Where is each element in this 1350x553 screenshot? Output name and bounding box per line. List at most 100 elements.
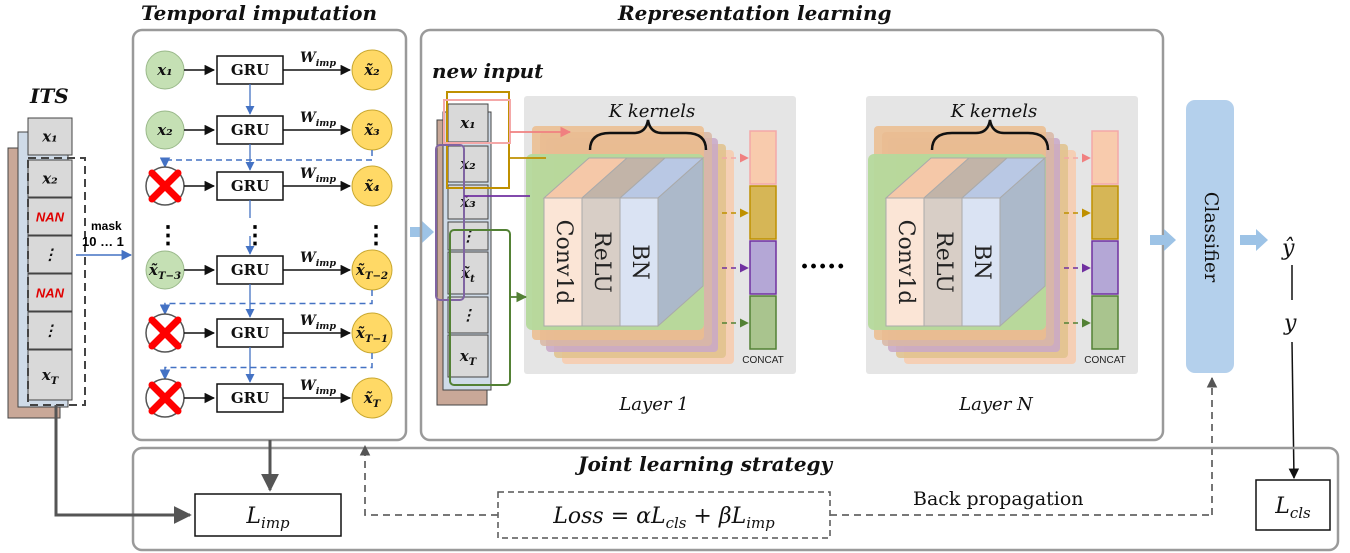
mask-values: 10 … 1 [82, 234, 124, 249]
brace [930, 119, 1050, 151]
new-input-cell [447, 145, 489, 183]
svg-text:⋮: ⋮ [364, 220, 388, 249]
imputation-row: GRU Wimp x̃₄ [145, 165, 393, 255]
concat-label: CONCAT [742, 355, 783, 366]
w-imp-label: Wimp [300, 50, 336, 69]
l-imp-label: Limp [245, 504, 290, 532]
new-input-cell [447, 296, 489, 334]
output-node-label: x̃T−2 [355, 261, 388, 282]
new-input-cell-label: ⋮ [461, 306, 476, 324]
mask-label: mask [91, 219, 122, 233]
block-label: ReLU [931, 231, 956, 293]
output-node [351, 377, 393, 419]
its-cell-label: NAN [36, 286, 65, 301]
new-input-cell [447, 251, 489, 295]
block-front [923, 197, 963, 327]
brace [588, 119, 708, 151]
svg-text:⋮: ⋮ [243, 220, 267, 249]
w-imp-label: Wimp [300, 166, 336, 185]
kernels-label: K kernels [608, 101, 696, 122]
its-cell-label: NAN [36, 210, 65, 225]
input-node-label: x₂ [156, 121, 173, 139]
block-front [581, 197, 621, 327]
imputation-feedback [159, 290, 373, 316]
concat-segment [749, 295, 777, 350]
layer-name: Layer 1 [618, 394, 688, 415]
output-node [351, 165, 393, 207]
imputation-feedback [159, 353, 373, 381]
loss-formula: Loss = αLcls + βLimp [552, 504, 775, 532]
concat-segment [1091, 295, 1119, 350]
output-node-label: x̃T [363, 389, 382, 410]
missing-x-icon [148, 169, 182, 203]
representation-learning-title: Representation learning [617, 1, 891, 25]
layer-name: Layer N [958, 394, 1034, 415]
back-propagation-label: Back propagation [913, 488, 1084, 510]
missing-x-icon [148, 381, 182, 415]
w-imp-label: Wimp [300, 110, 336, 129]
l-cls-label: Lcls [1274, 494, 1311, 522]
imputation-feedback [159, 150, 373, 169]
w-imp-label: Wimp [300, 378, 336, 397]
gru-label: GRU [231, 177, 269, 195]
its-title: ITS [29, 84, 69, 108]
output-node-label: x̃₃ [363, 121, 380, 139]
mask-arrow: mask 10 … 1 [76, 219, 133, 261]
l-imp-arrows [54, 405, 279, 524]
flow-arrow-cls-y [1240, 229, 1268, 251]
gru-box [216, 318, 284, 348]
classifier-block: Classifier [1186, 100, 1234, 373]
its-cell-label: x₂ [41, 170, 58, 188]
vertical-ellipses: ⋮ ⋮ ⋮ [156, 220, 388, 249]
y-label: y [1283, 311, 1297, 336]
concat-segment [1091, 185, 1119, 240]
joint-learning-title: Joint learning strategy [574, 452, 834, 476]
concat-segment [749, 130, 777, 185]
layer-ellipsis: ····· [800, 252, 845, 282]
output-node-label: x̃₂ [363, 61, 380, 79]
gru-box [216, 383, 284, 413]
block-front [543, 197, 583, 327]
representation-learning-panel: Representation learning new input x₁x₂x̃… [419, 1, 1165, 442]
gru-label: GRU [231, 61, 269, 79]
new-input-cell-label: xT [459, 347, 478, 368]
block-side [657, 156, 704, 328]
its-cell-label: ⋮ [43, 246, 58, 264]
concat-segment [749, 240, 777, 295]
new-input-cell-label: x̃t [460, 264, 475, 285]
block-side [999, 156, 1046, 328]
gru-box [216, 55, 284, 85]
block-label: Conv1d [551, 220, 576, 305]
output-node-label: x̃₄ [363, 177, 380, 195]
its-cell-label: x₁ [41, 128, 58, 146]
gru-label: GRU [231, 261, 269, 279]
gru-label: GRU [231, 389, 269, 407]
concat-segment [1091, 130, 1119, 185]
new-input-cell-label: x₂ [459, 155, 476, 173]
output-node [351, 49, 393, 91]
concat-segment [1091, 240, 1119, 295]
y-hat: ŷ [1281, 236, 1295, 261]
svg-text:⋮: ⋮ [156, 220, 180, 249]
gru-box [216, 255, 284, 285]
output-node-label: x̃T−1 [355, 324, 388, 345]
imputation-row: GRU Wimp x̃T [145, 377, 393, 419]
l-cls-box [1255, 479, 1331, 531]
new-input-cell [447, 334, 489, 378]
new-input-cell [447, 221, 489, 251]
new-input-cell [447, 184, 489, 220]
new-input-title: new input [432, 59, 544, 83]
temporal-imputation-title: Temporal imputation [141, 1, 377, 25]
w-imp-label: Wimp [300, 250, 336, 269]
input-node-label: x₁ [156, 61, 173, 79]
gru-label: GRU [231, 324, 269, 342]
